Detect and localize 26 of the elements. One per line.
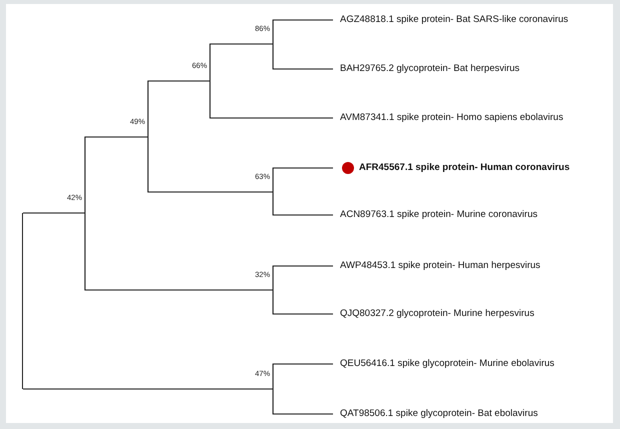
taxon-label: AWP48453.1 spike protein- Human herpesvirus — [340, 258, 540, 273]
taxon-label: QAT98506.1 spike glycoprotein- Bat ebolavirus — [340, 406, 538, 421]
tree-branch — [272, 167, 333, 192]
tree-branch — [84, 213, 273, 291]
tree-branch — [147, 137, 273, 193]
tree-branch — [272, 363, 333, 389]
tree-branch — [272, 44, 333, 70]
tree-branch — [272, 265, 333, 290]
taxon-label: ACN89763.1 spike protein- Murine coronavirus — [340, 208, 538, 222]
tree-branch — [272, 389, 333, 415]
tree-branch — [147, 80, 210, 137]
tree-branch — [23, 388, 273, 390]
tree-branch — [272, 19, 333, 44]
taxon-label: QJQ80327.2 glycoprotein- Murine herpesvirus — [340, 306, 534, 321]
taxon-label: QEU56416.1 spike glycoprotein- Murine ebolavirus — [340, 356, 554, 371]
taxon-label: BAH29765.2 glycoprotein- Bat herpesvirus — [340, 62, 520, 76]
tree-branch — [23, 212, 85, 214]
taxon-label: AFR45567.1 spike protein- Human coronavirus — [359, 160, 570, 175]
taxon-label: AVM87341.1 spike protein- Homo sapiens ebolavirus — [340, 110, 564, 125]
tree-branch — [272, 192, 333, 216]
tree-branch — [84, 136, 148, 213]
tree-branch — [209, 43, 273, 81]
root-branch-line — [22, 213, 23, 389]
tree-branch — [209, 81, 333, 119]
taxon-label: AGZ48818.1 spike protein- Bat SARS-like coronavirus — [340, 12, 568, 27]
tree-branch — [272, 290, 333, 315]
